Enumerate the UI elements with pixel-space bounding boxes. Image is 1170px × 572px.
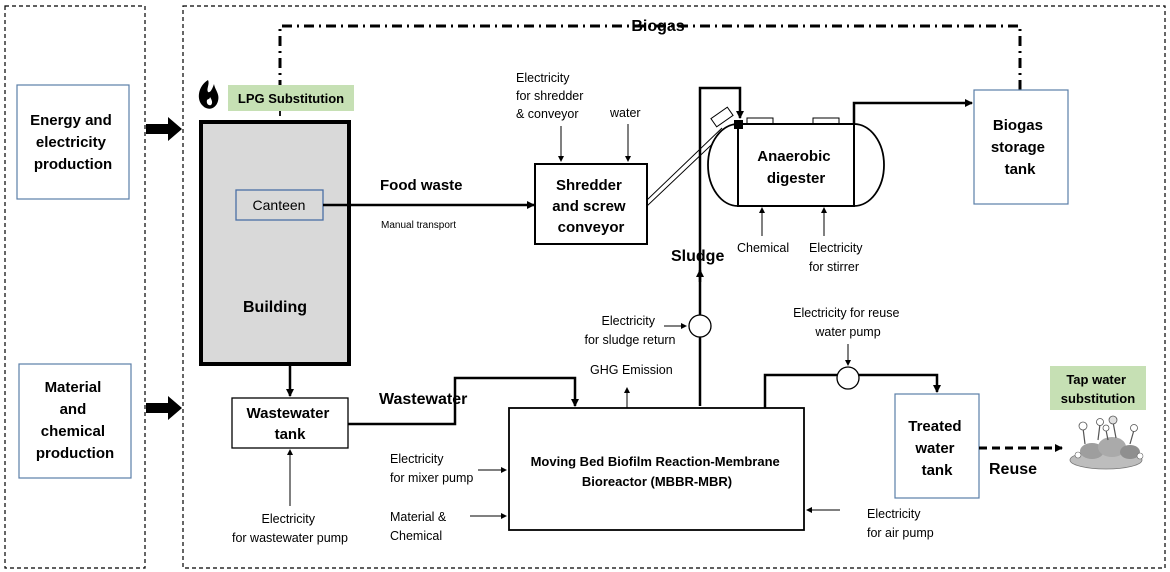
building-box xyxy=(199,120,351,366)
elec-sludge-label: Electricity for sludge return xyxy=(584,314,675,347)
biogas-label: Biogas xyxy=(631,18,684,35)
digester-inlet xyxy=(734,120,743,129)
elec-air-label: Electricity for air pump xyxy=(867,507,934,540)
energy-input-arrow xyxy=(146,117,182,141)
canteen-label: Canteen xyxy=(253,197,306,213)
mbbr-box xyxy=(508,407,805,531)
biogas-line xyxy=(278,24,1022,90)
plant-icon xyxy=(1069,415,1144,470)
biogas-storage-label: Biogas storage tank xyxy=(991,117,1049,178)
lpg-substitution-box xyxy=(228,85,354,111)
material-input-arrow xyxy=(146,396,182,420)
material-production-label: Material and chemical production xyxy=(36,379,114,462)
elec-shredder-label: Electricity for shredder & conveyor xyxy=(516,71,587,121)
ghg-label: GHG Emission xyxy=(590,363,673,377)
energy-production-label: Energy and electricity production xyxy=(30,112,116,173)
elec-stirrer-label: Electricity for stirrer xyxy=(809,241,866,274)
water-label: water xyxy=(609,106,641,120)
reuse-pump-icon xyxy=(836,366,860,390)
fire-icon xyxy=(198,80,219,109)
mbbr-label: Moving Bed Biofilm Reaction-Membrane Bio… xyxy=(531,454,784,489)
elec-mixer-label: Electricity for mixer pump xyxy=(390,452,473,485)
energy-production-box xyxy=(16,84,130,200)
food-waste-label: Food waste xyxy=(380,177,463,194)
shredder-box xyxy=(534,163,648,245)
material-production-box xyxy=(18,363,132,479)
wastewater-tank-label: Wastewater tank xyxy=(247,405,334,443)
elec-reuse-label: Electricity for reuse water pump xyxy=(793,306,903,339)
left-boundary xyxy=(4,5,146,569)
manual-transport-label: Manual transport xyxy=(381,220,456,231)
material-chem-label: Material & Chemical xyxy=(390,510,450,543)
treated-tank-label: Treated water tank xyxy=(908,418,966,479)
shredder-label: Shredder and screw conveyor xyxy=(552,177,630,236)
lpg-substitution-label: LPG Substitution xyxy=(238,91,344,106)
digester-box xyxy=(737,123,855,207)
system-boundary xyxy=(182,5,1166,569)
digester-to-storage-arrow xyxy=(852,99,973,124)
reuse-label: Reuse xyxy=(989,461,1037,478)
sludge-pump-icon xyxy=(688,314,712,338)
digester-label: Anaerobic digester xyxy=(757,148,835,187)
wastewater-to-mbbr-arrow xyxy=(348,376,579,426)
sludge-label: Sludge xyxy=(671,248,724,265)
building-label: Building xyxy=(243,299,307,316)
biogas-storage-box xyxy=(973,89,1069,205)
wastewater-label: Wastewater xyxy=(379,391,467,408)
canteen-box xyxy=(235,189,324,221)
wastewater-tank-box xyxy=(231,397,349,449)
tap-water-box xyxy=(1050,366,1146,410)
treated-tank-box xyxy=(894,393,980,499)
elec-wwpump-label: Electricity for wastewater pump xyxy=(232,512,348,545)
sludge-return-line xyxy=(698,86,744,406)
conveyor-inlet xyxy=(710,106,734,128)
chemical-label: Chemical xyxy=(737,241,789,255)
tap-water-label: Tap water substitution xyxy=(1061,372,1135,406)
